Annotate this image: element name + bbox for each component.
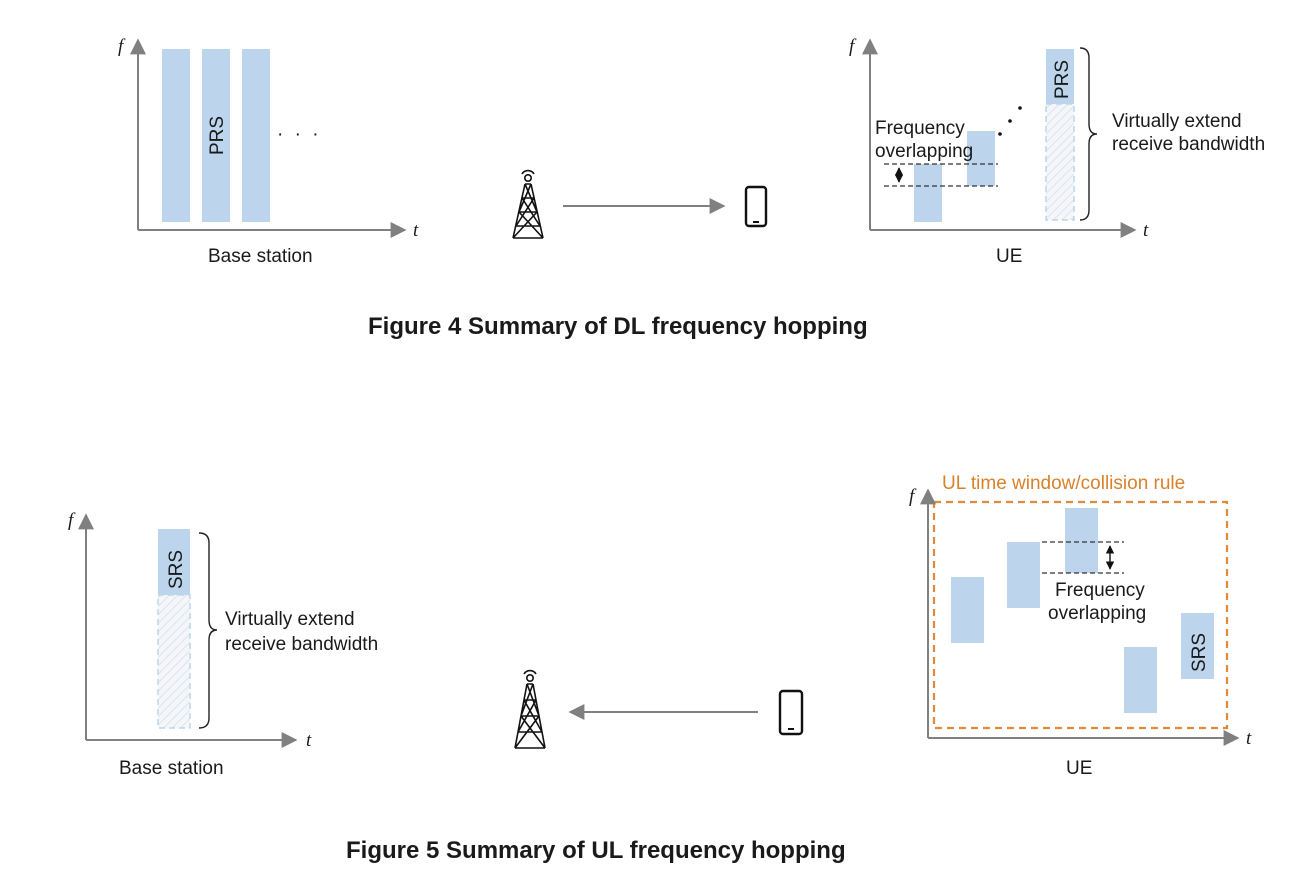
fig4-prs-label: PRS — [207, 116, 228, 155]
fig5-hop-bar-2 — [1007, 542, 1040, 608]
fig5-hop-bar-1 — [951, 577, 984, 643]
cell-tower-icon — [514, 669, 546, 749]
fig4-ue-prs-label: PRS — [1052, 60, 1073, 99]
fig4-overlap-label-1: Frequency — [875, 118, 965, 139]
mobile-phone-icon — [744, 185, 768, 228]
fig5-extend-label-2: receive bandwidth — [225, 634, 378, 655]
fig5-bs-f-label: f — [68, 510, 76, 531]
mobile-phone-icon — [778, 689, 804, 736]
fig4-prs-bar-2 — [202, 49, 230, 222]
fig5-ue-f-label: f — [909, 486, 917, 507]
fig5-extend-label-1: Virtually extend — [225, 609, 355, 630]
fig5-overlap-label-2: overlapping — [1048, 603, 1146, 624]
fig4-ue-caption: UE — [996, 246, 1022, 267]
fig4-prs-hop-bar — [1046, 49, 1074, 104]
fig4-prs-bar-1 — [162, 49, 190, 222]
fig4-link — [512, 169, 768, 239]
fig4-extend-label-1: Virtually extend — [1112, 111, 1242, 132]
fig4-extend-label-2: receive bandwidth — [1112, 134, 1265, 155]
fig5-bandwidth-brace — [198, 532, 218, 729]
fig4-base-station-panel: f t PRS · · · Base station — [118, 36, 419, 267]
fig4-hop-bar-1 — [914, 164, 942, 222]
fig5-hop-bar-4 — [1124, 647, 1157, 713]
fig5-overlap-label-1: Frequency — [1055, 580, 1145, 601]
fig5-link — [514, 669, 804, 749]
fig5-base-station-panel: f t SRS Virtually extend receive bandwid… — [68, 510, 378, 779]
fig5-hop-bar-3 — [1065, 508, 1098, 573]
fig5-srs-hop-bar — [1181, 613, 1214, 679]
fig5-virtual-bandwidth — [157, 594, 191, 729]
fig4-ue-panel: f t PRS Frequency overlapping Virtually … — [849, 36, 1265, 267]
fig4-virtual-bandwidth — [1045, 103, 1075, 221]
fig5-bs-caption: Base station — [119, 758, 224, 779]
fig4-title: Figure 4 Summary of DL frequency hopping — [368, 313, 868, 340]
fig5-srs-label: SRS — [166, 550, 187, 589]
fig4-overlap-label-2: overlapping — [875, 141, 973, 162]
fig4-dot-2 — [1008, 119, 1012, 123]
fig5-bs-t-label: t — [306, 730, 312, 751]
fig4-bs-caption: Base station — [208, 246, 313, 267]
cell-tower-icon — [512, 169, 544, 239]
fig5-title: Figure 5 Summary of UL frequency hopping — [346, 837, 846, 864]
fig5-ue-t-label: t — [1246, 728, 1252, 749]
fig5-ul-time-window — [932, 500, 1229, 730]
fig4-bs-t-label: t — [413, 220, 419, 241]
fig4-bs-f-label: f — [118, 36, 126, 57]
fig5-ue-srs-label: SRS — [1189, 633, 1210, 672]
fig5-window-label: UL time window/collision rule — [942, 473, 1185, 494]
fig4-hop-bar-2 — [967, 131, 995, 186]
fig4-prs-bar-3 — [242, 49, 270, 222]
fig4-dot-3 — [1018, 106, 1022, 110]
fig4-dot-1 — [998, 132, 1002, 136]
fig4-ue-t-label: t — [1143, 220, 1149, 241]
fig4-continuation-dots: · · · — [277, 124, 322, 145]
fig5-ue-caption: UE — [1066, 758, 1092, 779]
fig4-bandwidth-brace — [1079, 47, 1098, 221]
fig4-ue-f-label: f — [849, 36, 857, 57]
fig5-srs-bar — [158, 529, 190, 595]
fig5-ue-panel: UL time window/collision rule f t SRS Fr… — [909, 473, 1252, 779]
